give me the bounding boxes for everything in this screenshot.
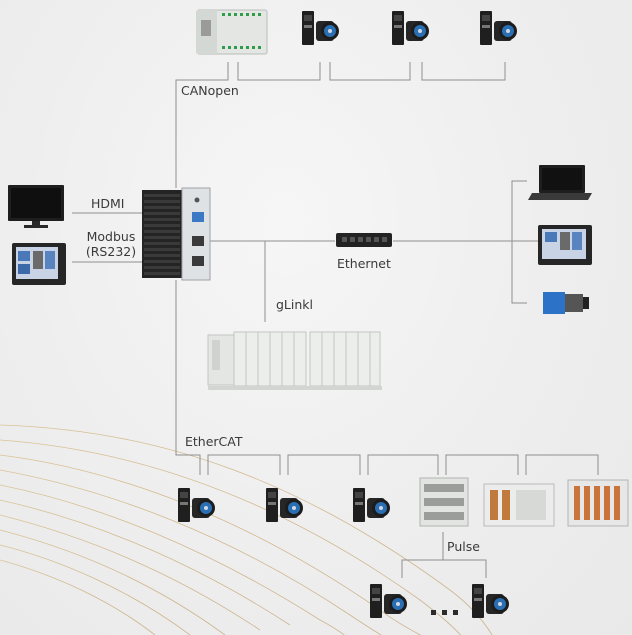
laptop-icon [528,165,592,200]
hdmi-label: HDMI [91,196,125,211]
main-controller [142,187,211,281]
ethercat-io-module [483,483,555,527]
ellipsis-dots [428,602,461,620]
pulse-servo-motor-1 [370,584,407,618]
monitor-icon [8,185,64,228]
canopen-servo-motor-2 [392,11,429,45]
ethercat-servo-motor-3 [353,488,390,522]
ethercat-pulse-module [419,477,469,527]
camera-icon [543,292,589,314]
hmi-panel-modbus [12,243,66,285]
connection-lines [72,62,599,578]
canopen-io-module [196,9,268,55]
ellipsis-dot [453,610,458,615]
ethercat-servo-motor-1 [178,488,215,522]
glink-io-rack [207,331,382,390]
pulse-label: Pulse [447,539,480,554]
decorative-wave-lines [0,424,493,635]
hmi-panel-ethernet [538,225,592,265]
ethernet-switch [336,233,392,247]
canopen-servo-motor-1 [302,11,339,45]
modbus-label: Modbus (RS232) [80,229,142,259]
ethernet-label: Ethernet [337,256,391,271]
glink-label: gLinkl [276,297,314,312]
modbus-label-line2: (RS232) [85,244,137,259]
canopen-servo-motor-3 [480,11,517,45]
ellipsis-dot [431,610,436,615]
ethercat-servo-motor-2 [266,488,303,522]
ellipsis-dot [442,610,447,615]
modbus-label-line1: Modbus [86,229,136,244]
ethercat-label: EtherCAT [185,434,243,449]
ethercat-plc-rack [567,479,629,527]
canopen-label: CANopen [181,83,239,98]
pulse-servo-motor-2 [472,584,509,618]
